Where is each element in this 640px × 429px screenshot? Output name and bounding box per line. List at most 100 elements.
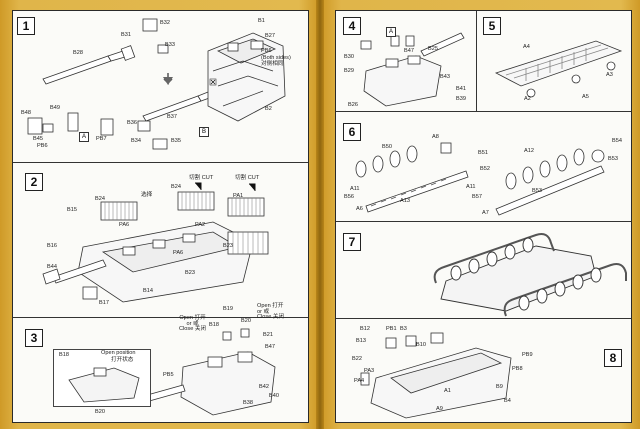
part-label: A6 [356,206,363,212]
sub-assembly-a-tag: A [386,27,396,37]
part-label: B23 [223,243,233,249]
part-label: PA4 [354,378,365,384]
step-8-diagram [360,332,512,419]
step-6-diagram [355,142,605,216]
part-label: A2 [524,96,531,102]
page-spine [316,0,324,429]
step-number-5: 5 [483,17,501,35]
part-label: B30 [344,54,354,60]
part-label: B16 [47,243,57,249]
part-label: B47 [265,344,275,350]
part-label: A9 [436,406,443,412]
open-position-label-cn: 打开状态 [111,357,134,363]
cut-label: 切割 CUT [189,175,214,181]
part-label: PB8 [512,366,523,372]
section-divider [336,111,631,112]
part-label: B44 [47,264,57,270]
part-label: PA1 [233,193,244,199]
part-label: B34 [131,138,141,144]
instruction-sheet-right: 4 A B30 B25 B29 B47 B43 B41 B26 B39 5 A4… [335,10,632,423]
part-label: B47 [404,48,414,54]
part-label: B43 [440,74,450,80]
part-label: B21 [263,332,273,338]
part-label: PB5 [163,372,174,378]
note-text: (Both sides) [261,55,291,61]
part-label: A8 [432,134,439,140]
part-label: A11 [466,184,476,190]
step-number-8: 8 [604,349,622,367]
cut-label: 切割 CUT [235,175,260,181]
part-label: A11 [350,186,360,192]
part-label: B41 [456,86,466,92]
part-label: A5 [582,94,589,100]
open-position-inset [53,349,151,407]
part-label: B22 [352,356,362,362]
part-label: B53 [532,188,542,194]
part-label: A13 [400,198,410,204]
part-label: B32 [160,20,170,26]
sub-assembly-b-tag: B [199,127,209,137]
part-label: B23 [185,270,195,276]
part-label: B20 [95,409,105,415]
section-divider [476,11,477,111]
part-label: B53 [608,156,618,162]
select-label: 选择 [141,192,153,198]
part-label: B54 [612,138,622,144]
part-label: B17 [99,300,109,306]
section-divider [13,317,308,318]
part-label: A1 [444,388,451,394]
step-number-7: 7 [343,233,361,251]
section-divider [13,162,308,163]
inset-diagram [68,367,140,403]
part-label: B48 [21,110,31,116]
part-label: B33 [165,42,175,48]
note-text: 对侧相同 [261,61,284,67]
open-position-label: Open position [101,350,136,356]
part-label: B13 [356,338,366,344]
part-label: A12 [524,148,534,154]
part-label: B39 [456,96,466,102]
part-label: B3 [400,326,407,332]
part-label: A4 [523,44,530,50]
part-label: B24 [95,196,105,202]
part-label: B24 [171,184,181,190]
part-label: PB6 [37,143,48,149]
part-label: B12 [360,326,370,332]
part-label: B51 [478,150,488,156]
step-number-3: 3 [25,329,43,347]
part-label: B27 [265,33,275,39]
step-7-diagram [433,233,627,317]
sub-assembly-a-tag: A [79,132,89,142]
instruction-sheet-left: 1 [12,10,309,423]
part-label: B18 [209,322,219,328]
section-divider [336,318,631,319]
part-label: B1 [258,18,265,24]
part-label: PB9 [522,352,533,358]
part-label: PA2 [195,222,206,228]
part-label: B4 [504,398,511,404]
step-3-diagram [132,328,276,416]
part-label: PB1 [386,326,397,332]
step-number-6: 6 [343,123,361,141]
part-label: B52 [480,166,490,172]
step-2-diagram [42,182,269,303]
part-label: B37 [167,114,177,120]
step-number-2: 2 [25,173,43,191]
part-label: A3 [606,72,613,78]
step-5-diagram [494,40,623,98]
part-label: B50 [382,144,392,150]
step-number-1: 1 [17,17,35,35]
part-label: B20 [241,318,251,324]
part-label: PA3 [364,368,375,374]
part-label: B18 [59,352,69,358]
part-label: PB6 [261,48,272,54]
part-label: B15 [67,207,77,213]
part-label: B57 [472,194,482,200]
part-label: B56 [344,194,354,200]
part-label: B45 [33,136,43,142]
part-label: A7 [482,210,489,216]
step-number-4: 4 [343,17,361,35]
part-label: B29 [344,68,354,74]
part-label: B35 [171,138,181,144]
